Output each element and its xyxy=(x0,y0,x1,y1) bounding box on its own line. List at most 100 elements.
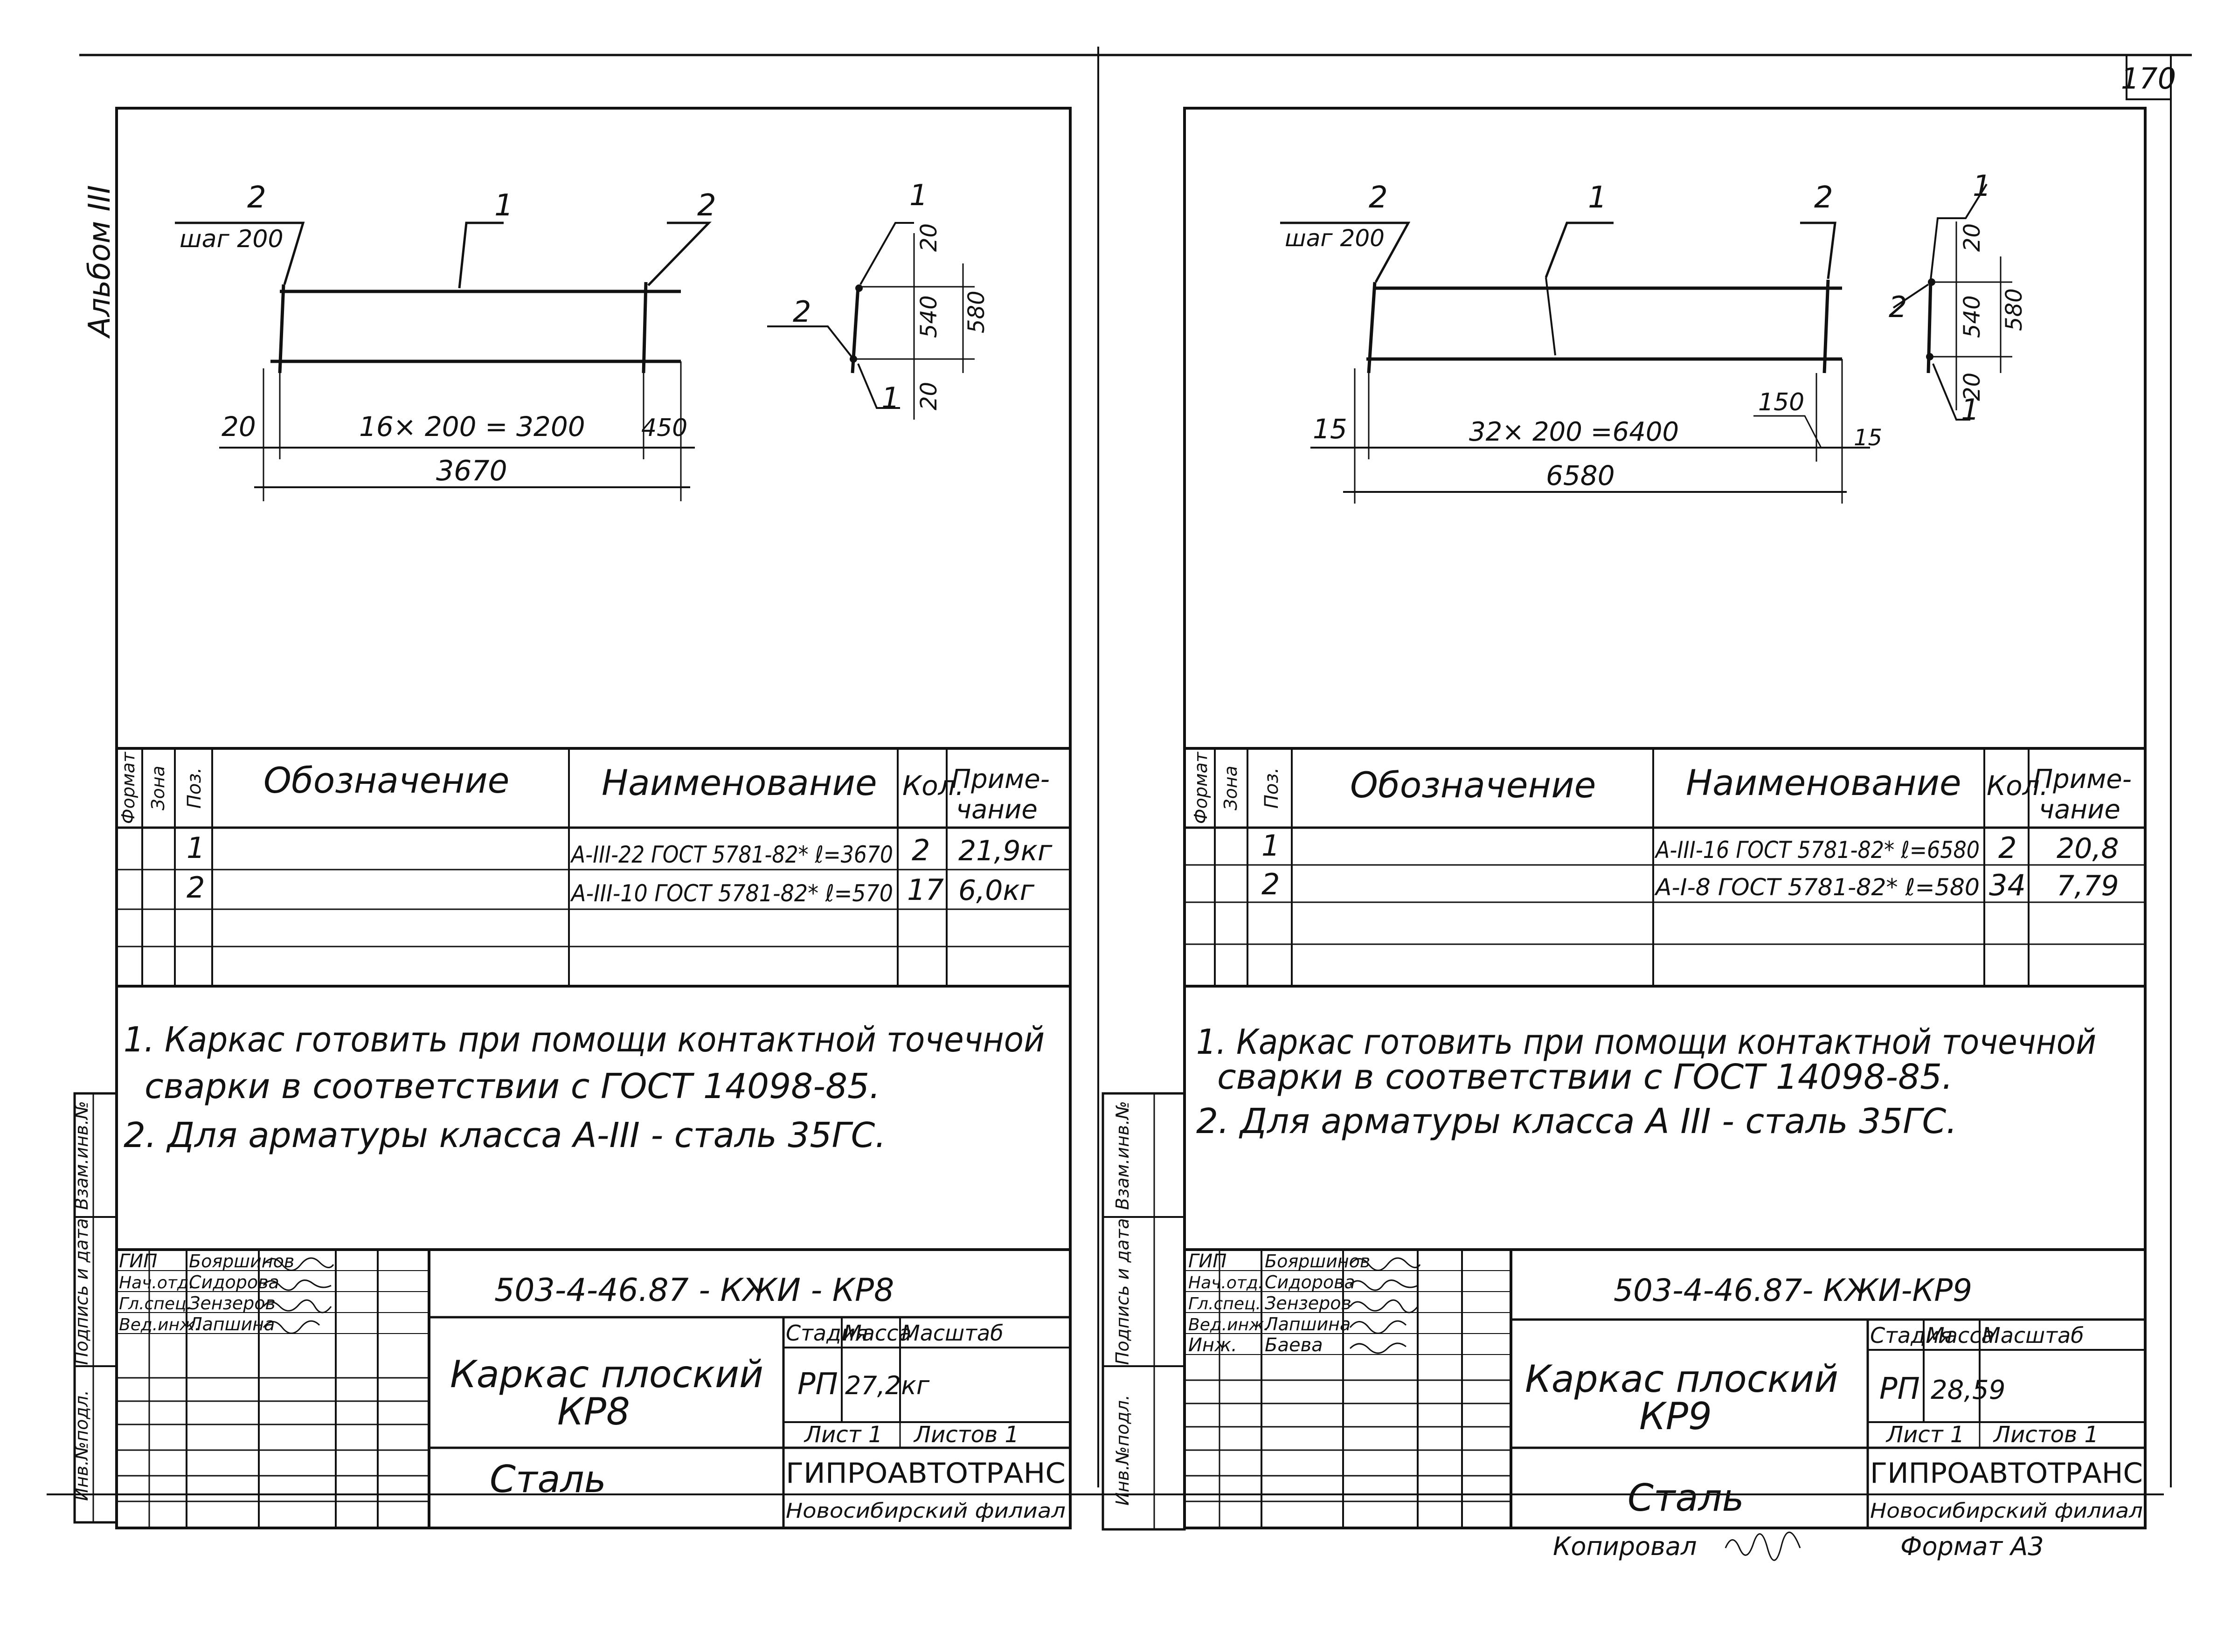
right-name-4: Лапшина xyxy=(1264,1314,1351,1334)
right-role-2: Нач.отд. xyxy=(1188,1273,1263,1293)
signature-scribble xyxy=(263,1257,334,1271)
left-title-block: ГИП Нач.отд. Гл.спец. Вед.инж. Бояршинов… xyxy=(117,1248,1070,1528)
right-code: 503-4-46.87- КЖИ-КР9 xyxy=(1614,1272,1972,1308)
left-side-stamp: Инв.№подл. Подпись и дата Взам.инв.№ xyxy=(71,1092,118,1524)
right-scale-header: Масштаб xyxy=(1982,1323,2084,1348)
signature-scribble xyxy=(1349,1342,1406,1354)
left-branch: Новосибирский филиал xyxy=(786,1499,1066,1523)
left-row2-name: А-III-10 ГОСТ 5781-82* ℓ=570 xyxy=(570,880,893,907)
copier-signature-scribble xyxy=(1725,1531,1801,1561)
right-side-stamp-vzam: Взам.инв.№ xyxy=(1112,1101,1133,1210)
right-hdr-qty: Кол. xyxy=(1987,770,2048,802)
left-dim-3670: 3670 xyxy=(436,455,507,487)
right-side-stamp-inv: Инв.№подл. xyxy=(1112,1395,1133,1506)
right-bar-drawing: 2 шаг 200 1 2 15 32× 200 =6400 150 15 65… xyxy=(1280,180,1882,504)
left-row2-qty: 17 xyxy=(907,873,944,907)
left-section-dim-20b: 20 xyxy=(916,382,942,410)
right-row2-note: 7,79 xyxy=(2057,870,2119,902)
left-hdr-qty: Кол. xyxy=(902,770,964,802)
format-label: Формат А3 xyxy=(1900,1532,2044,1561)
right-dim-150: 150 xyxy=(1758,388,1804,416)
left-notes: 1. Каркас готовить при помощи контактной… xyxy=(124,1020,1045,1155)
left-section-drawing: 1 2 1 20 540 20 580 xyxy=(767,178,990,420)
left-section-pos-1b: 1 xyxy=(881,381,900,415)
right-row1-note: 20,8 xyxy=(2057,832,2119,865)
right-dim-15a: 15 xyxy=(1313,413,1347,445)
left-sheet: Лист 1 xyxy=(804,1422,882,1448)
page-number: 170 xyxy=(2121,62,2176,96)
left-row2-pos: 2 xyxy=(187,871,205,905)
right-role-5: Инж. xyxy=(1188,1334,1237,1356)
table-row: 1 А-III-16 ГОСТ 5781-82* ℓ=6580 2 20,8 xyxy=(1261,829,2119,865)
right-hdr-note1: Приме- xyxy=(2033,764,2132,795)
right-title-line1: Каркас плоский xyxy=(1525,1357,1838,1401)
sheet-left: Инв.№подл. Подпись и дата Взам.инв.№ 2 ш… xyxy=(71,107,1072,1529)
right-step: шаг 200 xyxy=(1285,225,1385,252)
left-sheets: Листов 1 xyxy=(913,1422,1019,1448)
right-section-dim-580: 580 xyxy=(2001,288,2027,331)
left-role-2: Нач.отд. xyxy=(119,1273,194,1293)
right-mass: 28,59 xyxy=(1931,1375,2005,1405)
right-org: ГИПРОАВТОТРАНС xyxy=(1870,1457,2143,1490)
left-hdr-designation: Обозначение xyxy=(263,760,509,801)
left-name-2: Сидорова xyxy=(189,1272,279,1293)
right-frame xyxy=(1183,107,2147,1529)
right-row1-qty: 2 xyxy=(1998,831,2016,865)
left-mass-header: Масса xyxy=(843,1320,912,1346)
right-role-1: ГИП xyxy=(1188,1251,1226,1272)
left-title-line1: Каркас плоский xyxy=(450,1353,763,1396)
signature-scribble xyxy=(1349,1257,1421,1271)
left-frame xyxy=(115,107,1072,1529)
right-row2-pos: 2 xyxy=(1261,867,1280,901)
left-role-1: ГИП xyxy=(119,1251,157,1272)
left-code: 503-4-46.87 - КЖИ - КР8 xyxy=(494,1272,894,1309)
right-dim-6580: 6580 xyxy=(1546,460,1615,491)
right-side-stamp: Инв.№подл. Подпись и дата Взам.инв.№ xyxy=(1102,1092,1186,1531)
right-name-2: Сидорова xyxy=(1265,1272,1355,1293)
right-name-1: Бояршинов xyxy=(1265,1251,1370,1272)
left-dim-20: 20 xyxy=(222,411,256,442)
left-org: ГИПРОАВТОТРАНС xyxy=(786,1457,1066,1490)
left-dim-450: 450 xyxy=(641,414,687,442)
right-section-dim-540: 540 xyxy=(1959,295,1985,338)
right-hdr-name: Наименование xyxy=(1686,762,1961,803)
right-pos-2b: 2 xyxy=(1814,180,1833,215)
left-section-pos-1a: 1 xyxy=(909,178,928,212)
right-note2: 2. Для арматуры класса А III - сталь 35Г… xyxy=(1196,1101,1957,1141)
page-number-box: 170 xyxy=(2121,54,2176,100)
left-note2: 2. Для арматуры класса А-III - сталь 35Г… xyxy=(124,1115,886,1155)
right-row2-qty: 34 xyxy=(1989,868,2026,902)
right-material: Сталь xyxy=(1628,1476,1744,1520)
right-row1-name: А-III-16 ГОСТ 5781-82* ℓ=6580 xyxy=(1654,836,1980,864)
left-dim-3200: 16× 200 = 3200 xyxy=(359,411,585,442)
right-note1-line1: 1. Каркас готовить при помощи контактной… xyxy=(1196,1022,2096,1062)
right-dim-6400: 32× 200 =6400 xyxy=(1469,417,1679,447)
left-scale-header: Масштаб xyxy=(901,1320,1004,1346)
left-row1-note: 21,9кг xyxy=(958,835,1053,867)
sheet-right: Инв.№подл. Подпись и дата Взам.инв.№ 2 ш… xyxy=(1102,107,2147,1561)
left-hdr-note1: Приме- xyxy=(951,764,1050,795)
left-hdr-zone: Зона xyxy=(148,766,168,810)
right-title-line2: КР9 xyxy=(1639,1395,1712,1438)
copied-by-label: Копировал xyxy=(1553,1532,1697,1561)
left-step: шаг 200 xyxy=(180,225,284,253)
left-hdr-format: Формат xyxy=(118,751,139,824)
right-stage: РП xyxy=(1879,1372,1920,1406)
left-name-4: Лапшина xyxy=(188,1314,275,1334)
left-name-1: Бояршинов xyxy=(189,1251,294,1272)
left-row1-pos: 1 xyxy=(187,831,205,865)
table-row: 2 А-III-10 ГОСТ 5781-82* ℓ=570 17 6,0кг xyxy=(187,871,1035,907)
side-stamp-sign: Подпись и дата xyxy=(71,1218,92,1365)
left-title-line2: КР8 xyxy=(557,1390,630,1433)
right-pos-1: 1 xyxy=(1588,180,1607,215)
left-section-pos-2: 2 xyxy=(793,295,811,329)
signature-scribble xyxy=(263,1320,320,1334)
signature-scribble xyxy=(263,1279,332,1291)
right-section-pos-1a: 1 xyxy=(1973,169,1991,203)
right-notes: 1. Каркас готовить при помощи контактной… xyxy=(1196,1022,2096,1141)
left-material: Сталь xyxy=(490,1458,606,1501)
left-spec-table: Формат Зона Поз. Обозначение Наименовани… xyxy=(117,747,1070,988)
right-dim-15b: 15 xyxy=(1854,425,1882,451)
right-branch: Новосибирский филиал xyxy=(1870,1499,2143,1523)
